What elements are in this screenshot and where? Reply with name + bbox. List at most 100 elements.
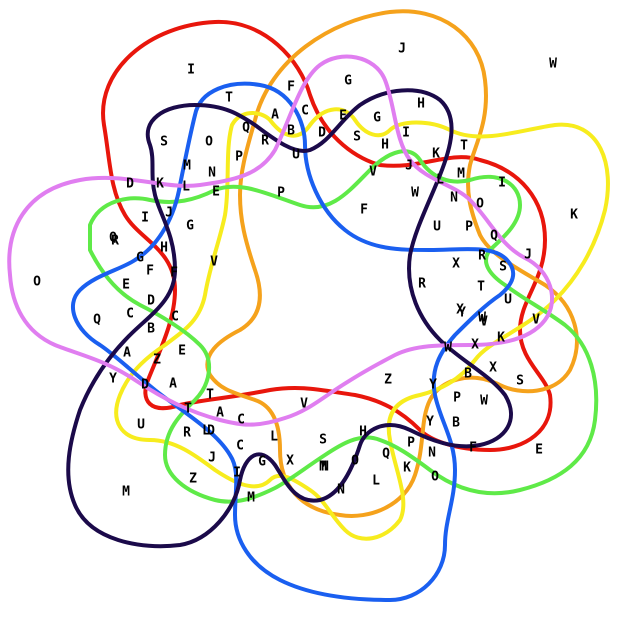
region-label: I [498, 176, 506, 191]
region-label: B [147, 322, 155, 337]
region-label: T [225, 91, 233, 106]
region-label: P [465, 220, 473, 235]
region-label: D [147, 294, 155, 309]
curve-navy [66, 88, 513, 549]
region-label: B [452, 416, 460, 431]
region-label: Z [384, 373, 392, 388]
region-label: E [122, 278, 130, 293]
region-label: Z [153, 353, 161, 368]
region-label: D [207, 424, 215, 439]
region-label: F [170, 266, 178, 281]
region-label: I [187, 63, 195, 78]
region-label: V [480, 315, 488, 330]
region-label: E [535, 443, 543, 458]
region-label: S [516, 374, 524, 389]
region-label: Q [382, 447, 390, 462]
curve-blue [70, 81, 516, 602]
region-label: F [360, 203, 368, 218]
region-label: J [405, 159, 413, 174]
region-label: Y [429, 378, 437, 393]
region-label: R [261, 134, 269, 149]
region-label: M [122, 485, 130, 500]
region-label: B [464, 367, 472, 382]
curve-violet [7, 54, 555, 427]
region-label: P [407, 436, 415, 451]
region-label: L [372, 474, 380, 489]
region-label: M [319, 460, 327, 475]
region-label: A [169, 377, 177, 392]
region-label: C [171, 310, 179, 325]
region-label: K [497, 331, 505, 346]
curve-orange [205, 9, 579, 518]
region-label: W [478, 311, 486, 326]
region-label: C [236, 439, 244, 454]
region-label: D [141, 378, 149, 393]
curve-layer [7, 9, 610, 602]
region-label: Q [242, 121, 250, 136]
region-label: P [235, 150, 243, 165]
region-label: O [431, 470, 439, 485]
region-label: G [186, 219, 194, 234]
region-label: V [210, 255, 218, 270]
region-label: X [489, 361, 497, 376]
region-label: T [206, 388, 214, 403]
region-label: L [182, 180, 190, 195]
region-label: L [202, 424, 210, 439]
region-label: X [456, 303, 464, 318]
region-label: O [476, 197, 484, 212]
region-label: G [344, 74, 352, 89]
region-label: K [570, 208, 578, 223]
region-label: Q [109, 231, 117, 246]
region-label: F [469, 441, 477, 456]
region-label: I [402, 126, 410, 141]
region-label: C [126, 307, 134, 322]
region-label: L [436, 173, 444, 188]
region-label: N [321, 460, 329, 475]
region-label: D [318, 126, 326, 141]
region-label: P [277, 186, 285, 201]
region-label: U [292, 148, 300, 163]
region-label: R [418, 277, 426, 292]
curve-green [88, 149, 599, 504]
region-label: C [301, 104, 309, 119]
region-label: G [373, 111, 381, 126]
region-label: Z [189, 472, 197, 487]
region-label: U [433, 220, 441, 235]
region-label: S [353, 130, 361, 145]
region-label: M [183, 159, 191, 174]
region-label: V [369, 165, 377, 180]
region-label: K [156, 177, 164, 192]
region-label: H [381, 138, 389, 153]
region-label: E [212, 185, 220, 200]
region-label: X [286, 454, 294, 469]
region-label: O [351, 454, 359, 469]
curve-red [101, 19, 553, 452]
region-label: J [165, 206, 173, 221]
region-label: J [208, 451, 216, 466]
region-label: Y [426, 415, 434, 430]
region-label: X [471, 338, 479, 353]
region-label: R [478, 249, 486, 264]
region-label: D [126, 177, 134, 192]
region-label: R [111, 234, 119, 249]
region-label: A [123, 346, 131, 361]
region-label: G [136, 251, 144, 266]
region-label: T [477, 280, 485, 295]
region-label: N [337, 483, 345, 498]
region-label: F [287, 80, 295, 95]
region-label: R [183, 426, 191, 441]
region-label: U [504, 293, 512, 308]
region-label: M [457, 167, 465, 182]
region-label: L [270, 430, 278, 445]
region-label: P [453, 391, 461, 406]
region-label: A [216, 406, 224, 421]
region-label: N [208, 166, 216, 181]
region-label: T [184, 402, 192, 417]
region-label: J [398, 42, 406, 57]
region-label: O [205, 135, 213, 150]
region-label: J [524, 248, 532, 263]
region-label: A [271, 108, 279, 123]
region-label: W [444, 341, 452, 356]
region-label: W [480, 394, 488, 409]
